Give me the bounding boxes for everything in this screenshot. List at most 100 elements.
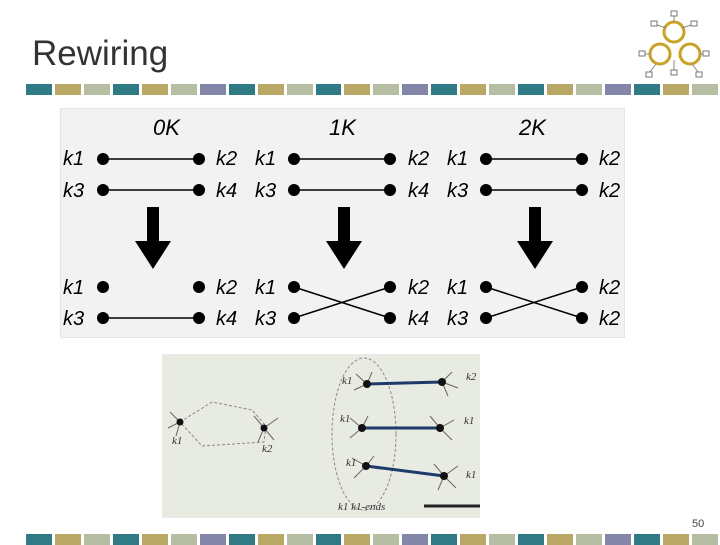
color-bar-segment [662, 84, 689, 95]
node-label: k2 [599, 180, 620, 202]
node [576, 312, 588, 324]
edge [366, 380, 443, 386]
node-label: k2 [216, 148, 237, 170]
color-bar-segment [489, 84, 516, 95]
node-label: k2 [466, 371, 477, 383]
column-heading-2k: 2K [518, 115, 547, 140]
node-label: k3 [63, 180, 84, 202]
node-label: k1 [447, 148, 468, 170]
color-bar-segment [286, 84, 313, 95]
node-label: k4 [408, 180, 429, 202]
node [193, 312, 205, 324]
node-label: k3 [255, 180, 276, 202]
color-bar-segment [257, 84, 284, 95]
node-label: k1 [464, 415, 474, 427]
node-label: k1 [447, 277, 468, 299]
down-arrow-icon [326, 207, 362, 269]
node-label: k2 [599, 277, 620, 299]
column-heading-1k: 1K [329, 115, 357, 140]
color-bar-segment [141, 84, 168, 95]
node-label: k1 [255, 277, 276, 299]
color-bar-segment [228, 84, 255, 95]
node-label: k3 [447, 180, 468, 202]
slide-title: Rewiring [32, 34, 169, 73]
node [288, 281, 300, 293]
color-bar-segment [344, 84, 371, 95]
node [576, 184, 588, 196]
node [440, 472, 448, 480]
node [193, 153, 205, 165]
node [288, 312, 300, 324]
rewiring-diagram-panel: 0K 1K 2K k1 k2 k3 k4 k1 k2 k3 k4 k1 k2 k… [60, 108, 625, 338]
node [97, 153, 109, 165]
rewiring-diagram: 0K 1K 2K k1 k2 k3 k4 k1 k2 k3 k4 k1 k2 k… [63, 115, 620, 330]
color-bar-segment [576, 84, 603, 95]
color-bar-segment [373, 84, 400, 95]
color-bar-segment [402, 84, 429, 95]
dashed-boundary [179, 401, 267, 447]
node-label: k1 [63, 277, 84, 299]
node [576, 281, 588, 293]
node-label: k1 [466, 469, 476, 481]
node-label: k1 [340, 413, 350, 425]
color-bar-segment [54, 84, 81, 95]
node [384, 153, 396, 165]
node [480, 184, 492, 196]
color-bar-segment [83, 84, 110, 95]
color-bar-segment [518, 84, 545, 95]
color-bar-segment [605, 84, 632, 95]
k1-ends-diagram: k1 k2 k1 k1 k1 k2 k1 k1 k1 k1-ends [167, 357, 480, 513]
color-bar-segment [199, 84, 226, 95]
color-bar-segment [431, 84, 458, 95]
node-label: k3 [63, 308, 84, 330]
node [288, 184, 300, 196]
node-label: k2 [408, 148, 429, 170]
node [363, 380, 371, 388]
node-label: k1 [342, 375, 352, 387]
node [436, 424, 444, 432]
node [193, 281, 205, 293]
color-bar-segment [112, 84, 139, 95]
node-label: k4 [216, 180, 237, 202]
node [576, 153, 588, 165]
node [480, 312, 492, 324]
color-bar-segment [460, 84, 487, 95]
column-heading-0k: 0K [153, 115, 181, 140]
k1-ends-group-ellipse [331, 357, 397, 511]
decorative-color-bar-top [26, 84, 718, 95]
node-label: k1 [63, 148, 84, 170]
figure-caption: k1 k1-ends [338, 501, 385, 513]
node-label: k1 [346, 457, 356, 469]
node-label: k2 [216, 277, 237, 299]
node-label: k3 [255, 308, 276, 330]
down-arrow-icon [135, 207, 171, 269]
node [384, 281, 396, 293]
color-bar-segment [26, 84, 52, 95]
node [97, 312, 109, 324]
node [362, 462, 370, 470]
color-bar-segment [315, 84, 342, 95]
node-label: k3 [447, 308, 468, 330]
node [480, 153, 492, 165]
node [358, 424, 366, 432]
color-bar-segment [634, 84, 660, 95]
node [97, 184, 109, 196]
edge [365, 464, 445, 478]
down-arrow-icon [517, 207, 553, 269]
page-number: 50 [692, 518, 705, 530]
node-label: k2 [599, 148, 620, 170]
node [260, 424, 268, 432]
color-bar-segment [547, 84, 574, 95]
node-label: k1 [172, 435, 182, 447]
node-label: k2 [599, 308, 620, 330]
k1-k1-ends-figure: k1 k2 k1 k1 k1 k2 k1 k1 k1 k1-ends [162, 354, 480, 518]
node-label: k4 [216, 308, 237, 330]
node [384, 312, 396, 324]
node [480, 281, 492, 293]
network-logo-icon [638, 10, 710, 78]
color-bar-segment [170, 84, 197, 95]
node-label: k4 [408, 308, 429, 330]
node [438, 378, 446, 386]
color-bar-segment [691, 84, 718, 95]
node [193, 184, 205, 196]
